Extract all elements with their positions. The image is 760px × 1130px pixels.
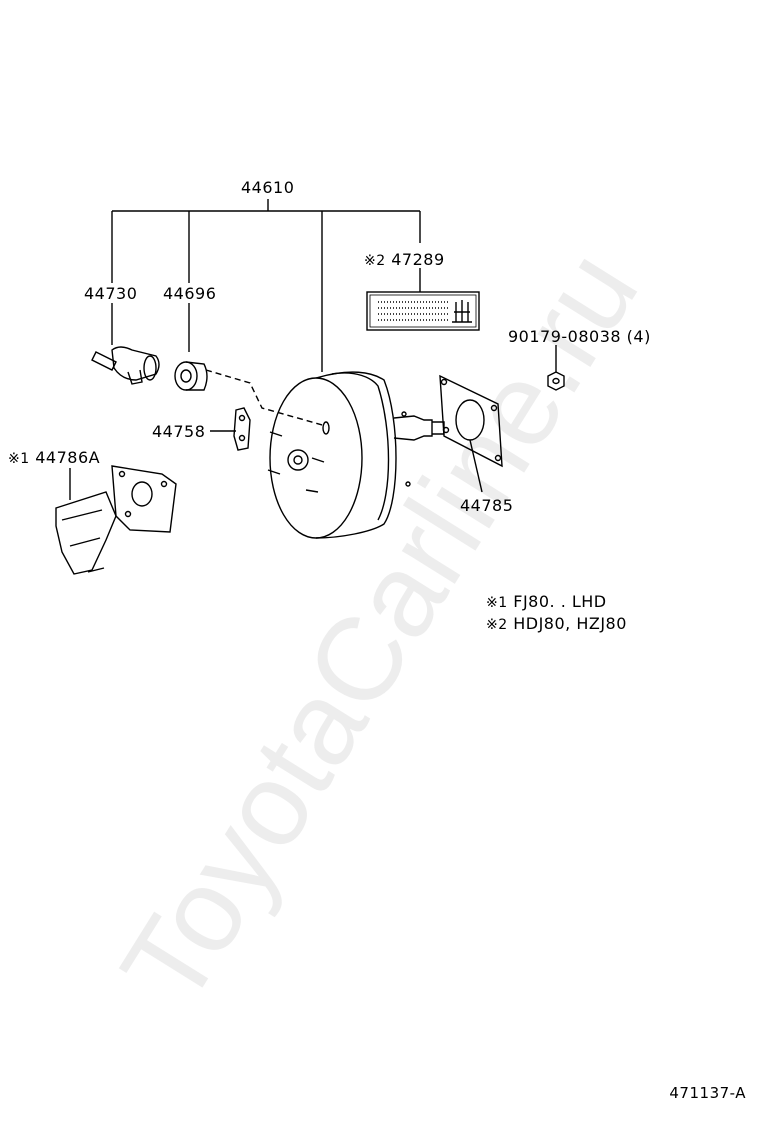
note-2-text: HDJ80, HZJ80 xyxy=(513,614,627,633)
note-2-mark: ※2 xyxy=(486,617,508,633)
grommet-drawing xyxy=(174,361,208,391)
note-mark-1: ※1 xyxy=(8,451,30,467)
part-44730-label: 44730 xyxy=(84,284,138,303)
note-1-mark: ※1 xyxy=(486,595,508,611)
bracket-drawing xyxy=(55,465,177,575)
part-47289-label: ※2 47289 xyxy=(364,250,445,269)
brake-booster-drawing xyxy=(267,371,445,539)
part-44786a-number: 44786A xyxy=(35,448,101,467)
part-44758-label: 44758 xyxy=(152,422,206,441)
part-44785-label: 44785 xyxy=(460,496,514,515)
gasket-drawing xyxy=(439,374,503,468)
nut-drawing xyxy=(547,371,565,391)
part-44786a-label: ※1 44786A xyxy=(8,448,100,467)
part-nut-qty: (4) xyxy=(626,327,651,346)
diagram-id: 471137-A xyxy=(669,1084,746,1102)
note-mark-2: ※2 xyxy=(364,253,386,269)
check-valve-drawing xyxy=(91,346,160,385)
part-44610-label: 44610 xyxy=(241,178,295,197)
clamp-drawing xyxy=(233,407,251,451)
leader-lines xyxy=(69,199,557,500)
note-1-text: FJ80. . LHD xyxy=(513,592,607,611)
part-nut-number: 90179-08038 xyxy=(508,327,622,346)
note-2: ※2 HDJ80, HZJ80 xyxy=(486,614,627,633)
part-47289-number: 47289 xyxy=(391,250,445,269)
note-1: ※1 FJ80. . LHD xyxy=(486,592,607,611)
part-44696-label: 44696 xyxy=(163,284,217,303)
caution-plate-drawing xyxy=(366,291,480,331)
part-nut-label: 90179-08038 (4) xyxy=(508,327,651,346)
